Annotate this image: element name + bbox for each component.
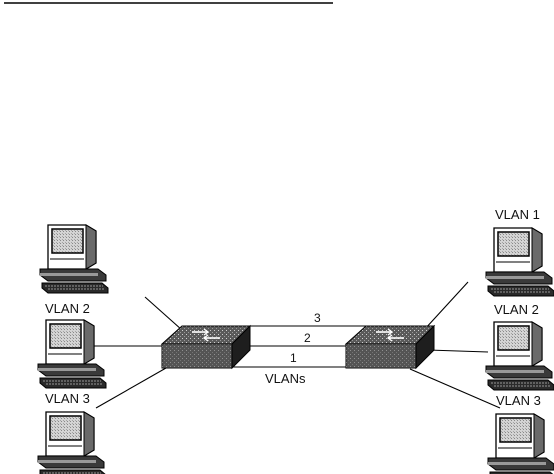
switch-left bbox=[161, 325, 251, 369]
workstation-left-bottom bbox=[37, 411, 107, 474]
switch-right bbox=[345, 325, 435, 369]
label-right-middle-vlan: VLAN 2 bbox=[494, 302, 539, 317]
link-left-top bbox=[144, 296, 183, 331]
trunk-number-2: 2 bbox=[304, 331, 311, 345]
workstation-right-bottom bbox=[487, 413, 554, 474]
label-left-bottom-vlan: VLAN 3 bbox=[45, 391, 90, 406]
workstation-left-top bbox=[39, 224, 109, 294]
workstation-right-middle bbox=[485, 321, 554, 391]
trunk-number-3: 3 bbox=[314, 311, 321, 325]
label-left-middle-vlan: VLAN 2 bbox=[45, 301, 90, 316]
link-right-bottom bbox=[409, 368, 501, 409]
workstation-right-top bbox=[485, 227, 554, 297]
link-left-bottom bbox=[95, 367, 167, 409]
label-right-top-vlan: VLAN 1 bbox=[495, 207, 540, 222]
link-right-top bbox=[423, 281, 469, 331]
trunk-number-1: 1 bbox=[290, 351, 297, 365]
trunk-caption: VLANs bbox=[265, 371, 306, 386]
workstation-left-middle bbox=[37, 319, 107, 389]
link-right-middle bbox=[427, 349, 489, 353]
label-right-bottom-vlan: VLAN 3 bbox=[496, 393, 541, 408]
